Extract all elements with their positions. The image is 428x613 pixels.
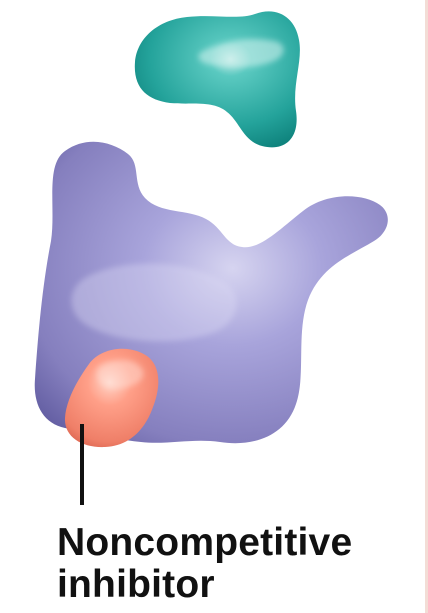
- substrate-shape: [135, 11, 300, 147]
- inhibitor-label: Noncompetitive inhibitor: [57, 522, 417, 606]
- inhibitor-label-line-2: inhibitor: [57, 564, 417, 606]
- inhibitor-label-line-1: Noncompetitive: [57, 522, 417, 564]
